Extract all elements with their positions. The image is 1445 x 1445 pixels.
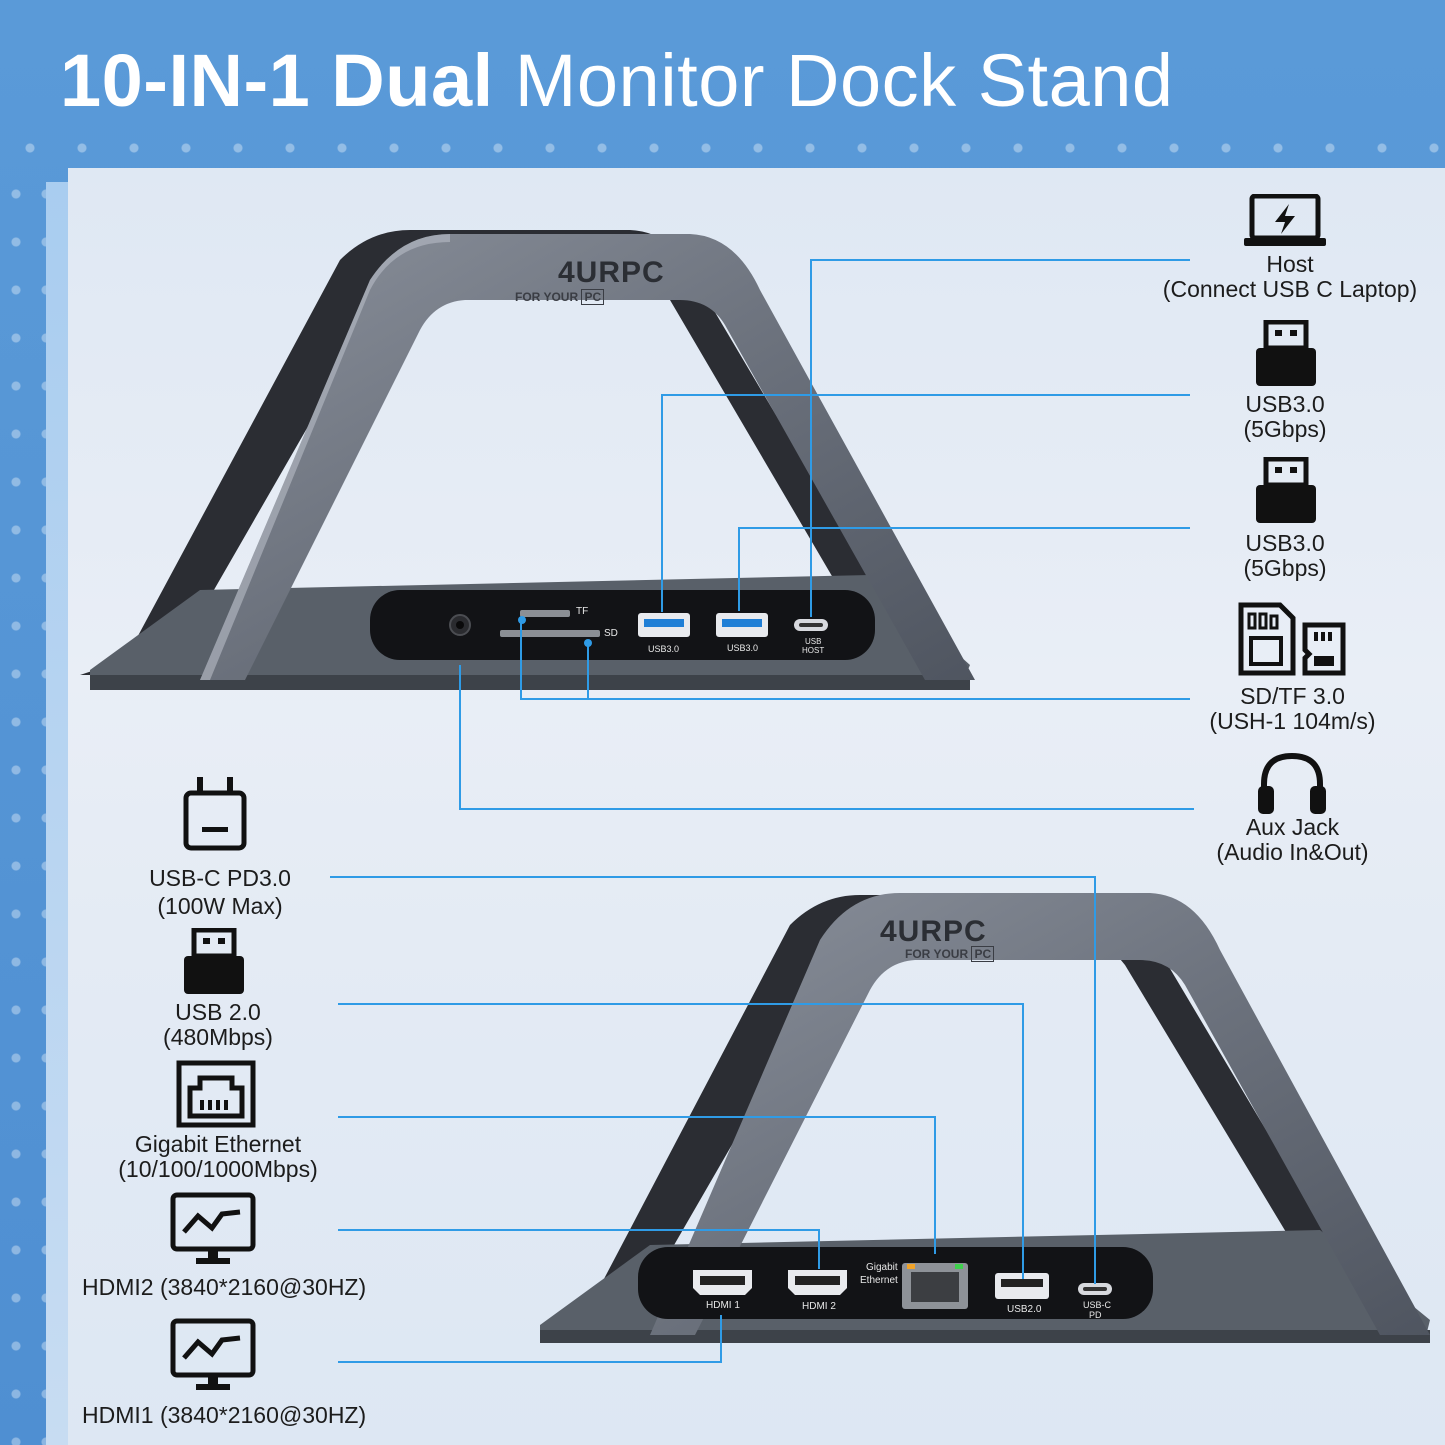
port-label-eth2: Ethernet: [860, 1275, 898, 1286]
port-label-eth1: Gigabit: [866, 1262, 898, 1273]
callout-hdmi1: [338, 1361, 722, 1363]
power-adapter-icon: [183, 777, 247, 851]
usb-plug-icon: [1256, 457, 1316, 523]
port-label-sd: SD: [604, 628, 618, 639]
laptop-charging-icon: [1244, 194, 1326, 246]
title-light: Monitor Dock Stand: [514, 39, 1174, 122]
callout-sd: [520, 698, 1190, 700]
usb-plug-icon: [1256, 320, 1316, 386]
title-bold: 10-IN-1 Dual: [60, 39, 494, 122]
headphones-icon: [1258, 752, 1326, 814]
port-label-host1: USB: [805, 637, 822, 646]
label-usb30-b: USB3.0 (5Gbps): [1243, 530, 1327, 581]
brand-tagline-bottom: FOR YOUR PC: [905, 946, 995, 962]
port-label-pd1: USB-C: [1083, 1300, 1112, 1310]
brand-tagline-top: FOR YOUR PC: [515, 289, 605, 305]
callout-pd-v: [1094, 876, 1096, 1284]
callout-usb-b-v: [738, 527, 740, 611]
dot-pattern-left: [0, 170, 46, 1445]
callout-usb-a-v: [661, 394, 663, 612]
callout-hdmi2-v: [818, 1229, 820, 1269]
callout-sd-v2: [587, 643, 589, 700]
usb-plug-icon: [184, 928, 244, 994]
callout-sd-v1: [520, 620, 522, 700]
label-usb30-a: USB3.0 (5Gbps): [1243, 391, 1327, 442]
port-label-tf: TF: [576, 606, 589, 617]
port-label-usb-a: USB3.0: [648, 644, 680, 654]
callout-hdmi1-v: [720, 1315, 722, 1363]
callout-usb2-v: [1022, 1003, 1024, 1279]
callout-eth: [338, 1116, 936, 1118]
callout-pd: [330, 876, 1096, 878]
sd-card-icon: [1238, 602, 1296, 676]
port-label-usb-b: USB3.0: [727, 643, 759, 653]
page-title: 10-IN-1 Dual Monitor Dock Stand: [60, 36, 1174, 126]
callout-usb-b: [738, 527, 1190, 529]
logo-bottom: 4URPC: [880, 915, 987, 948]
port-label-pd2: PD: [1089, 1310, 1102, 1320]
callout-usb2: [338, 1003, 1024, 1005]
port-label-hdmi1: HDMI 1: [706, 1300, 740, 1311]
tf-card-icon: [1302, 622, 1346, 676]
dot-pattern-top: [0, 130, 1445, 170]
callout-host: [810, 259, 1190, 261]
label-sd-tf: SD/TF 3.0 (USH-1 104m/s): [1209, 683, 1376, 734]
dock-stand-top: 4URPC: [80, 230, 975, 690]
monitor-icon: [170, 1318, 256, 1390]
callout-hdmi2: [338, 1229, 820, 1231]
logo-top: 4URPC: [558, 256, 665, 289]
side-strip: [46, 182, 70, 1445]
monitor-icon: [170, 1192, 256, 1264]
callout-usb-a: [661, 394, 1190, 396]
ethernet-port-icon: [176, 1060, 256, 1128]
label-host: Host (Connect USB C Laptop): [1162, 251, 1418, 302]
label-usb20: USB 2.0 (480Mbps): [163, 999, 273, 1050]
label-ethernet: Gigabit Ethernet (10/100/1000Mbps): [118, 1131, 318, 1182]
port-label-host2: HOST: [802, 646, 825, 655]
label-aux: Aux Jack (Audio In&Out): [1216, 814, 1369, 865]
callout-eth-v: [934, 1116, 936, 1254]
label-hdmi1: HDMI1 (3840*2160@30HZ): [82, 1402, 367, 1428]
callout-host-v: [810, 259, 812, 617]
callout-aux-v: [459, 665, 461, 810]
port-label-usb2: USB2.0: [1007, 1304, 1042, 1315]
label-hdmi2: HDMI2 (3840*2160@30HZ): [82, 1274, 367, 1300]
port-label-hdmi2: HDMI 2: [802, 1301, 836, 1312]
callout-aux: [459, 808, 1194, 810]
label-usbc-pd: USB-C PD3.0 (100W Max): [149, 865, 291, 919]
